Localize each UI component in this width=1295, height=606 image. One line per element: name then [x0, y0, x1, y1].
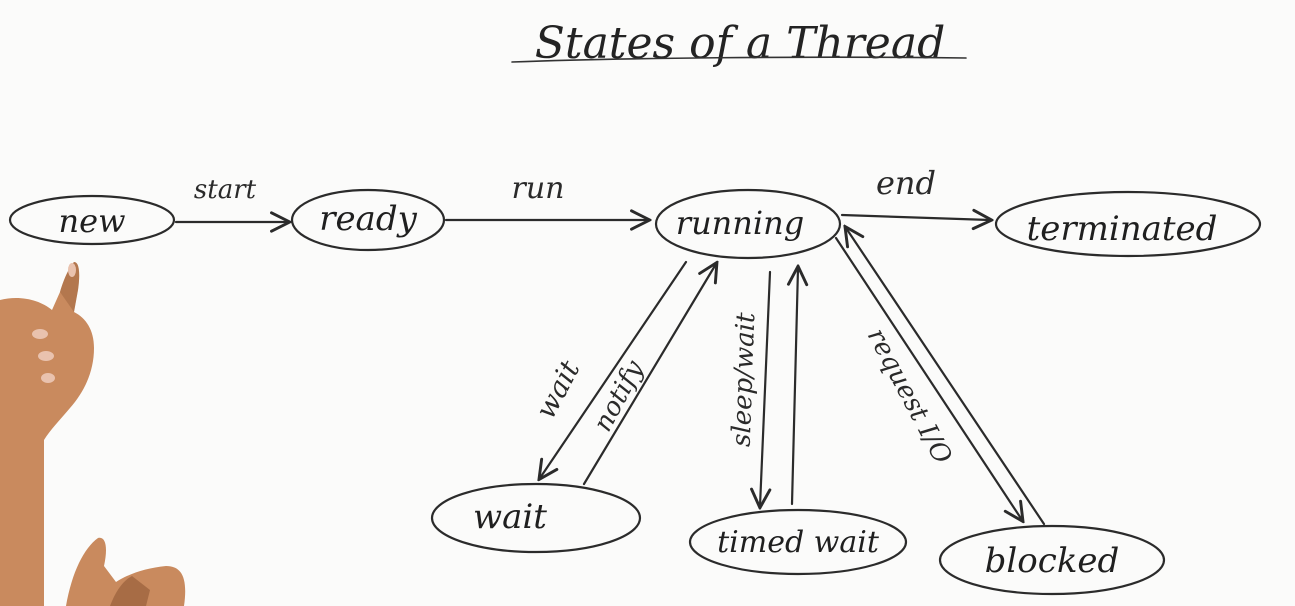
title-underline	[511, 56, 967, 63]
state-new-label: new	[59, 202, 126, 240]
state-blocked	[938, 524, 1166, 596]
edge-wait-to-running	[582, 264, 716, 486]
state-ready	[290, 188, 446, 252]
edge-running-to-terminated	[840, 215, 990, 220]
edge-wait-label: wait	[529, 354, 587, 424]
state-timed-wait	[688, 508, 908, 576]
diagram-title: States of a Thread	[535, 18, 945, 69]
state-running-label: running	[676, 204, 804, 242]
edge-running-to-blocked	[834, 236, 1022, 520]
edge-timed-wait-to-running	[792, 268, 798, 506]
edge-notify-label: notify	[588, 356, 650, 437]
state-wait-label: wait	[473, 497, 547, 537]
state-running	[654, 188, 842, 260]
edge-blocked-to-running	[846, 228, 1046, 526]
state-new	[8, 194, 176, 246]
edge-sleep-wait-label: sleep/wait	[727, 312, 762, 448]
state-terminated-label: terminated	[1027, 209, 1218, 249]
presenter-hand	[0, 262, 186, 606]
state-blocked-label: blocked	[985, 541, 1120, 581]
state-ready-label: ready	[319, 199, 417, 239]
edge-end-label: end	[876, 164, 936, 202]
state-terminated	[994, 190, 1262, 258]
edge-running-to-timed-wait	[760, 270, 770, 506]
edge-request-io-label: request I/O	[861, 323, 957, 469]
state-timed-wait-label: timed wait	[717, 525, 880, 560]
edge-running-to-wait	[540, 260, 688, 478]
edge-start-label: start	[194, 175, 257, 205]
edge-run-label: run	[512, 171, 565, 206]
state-wait	[430, 482, 642, 554]
